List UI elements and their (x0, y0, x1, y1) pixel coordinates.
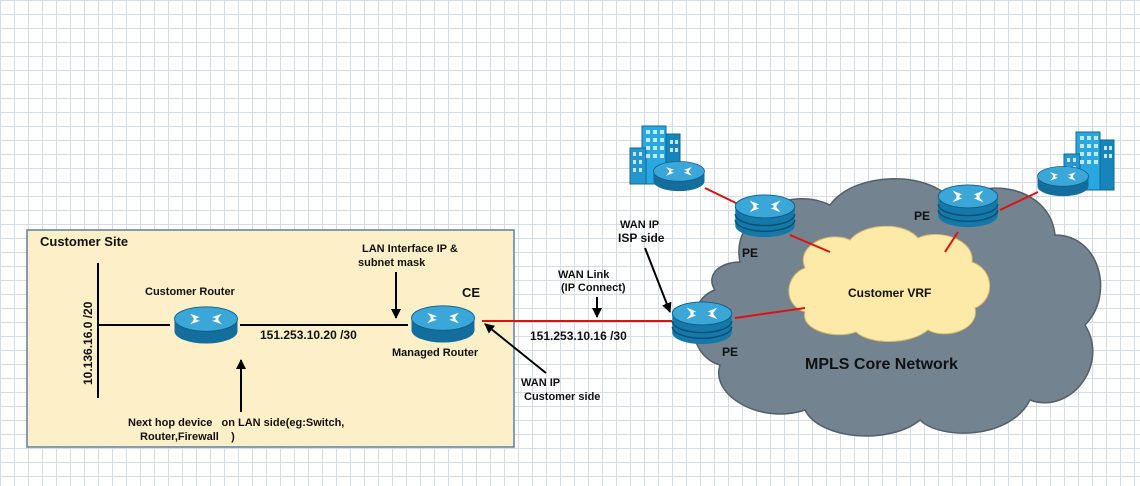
wan-customer-side-line2: Customer side (524, 391, 600, 403)
ce-label: CE (462, 285, 480, 300)
branch-link-right (999, 191, 1039, 211)
next-hop-label-line1: Next hop device on LAN side(eg:Switch, (128, 417, 344, 429)
managed-router-label: Managed Router (392, 347, 479, 359)
wan-isp-side-arrow (644, 247, 672, 313)
wan-link-label-line1: WAN Link (558, 269, 610, 281)
pe-top-label: PE (742, 246, 758, 260)
branch-link-left (704, 187, 741, 206)
branch-router-right-icon (1037, 166, 1089, 197)
pe-right-label: PE (914, 209, 930, 223)
lan-interface-label-line2: subnet mask (358, 257, 426, 269)
lan-interface-label-line1: LAN Interface IP & (362, 243, 458, 255)
customer-router-label: Customer Router (145, 286, 236, 298)
wan-customer-side-line1: WAN IP (521, 377, 560, 389)
core-link-right-pe-vrf (944, 231, 959, 253)
lan-subnet-label: 10.136.16.0 /20 (81, 301, 95, 385)
managed-router-icon (410, 305, 476, 344)
core-link-top-pe-vrf (789, 234, 831, 253)
branch-router-left-icon (653, 161, 705, 192)
pe-router-top-icon (734, 194, 796, 238)
customer-vrf-label: Customer VRF (848, 286, 931, 300)
wan-link-label-line2: (IP Connect) (561, 282, 626, 294)
next-hop-label-line2: Router,Firewall ) (140, 431, 235, 443)
customer-site-title: Customer Site (40, 234, 128, 249)
wan-customer-side-arrow (484, 323, 547, 374)
lan-link-ip-label: 151.253.10.20 /30 (260, 328, 357, 342)
pe-left-label: PE (722, 345, 738, 359)
wan-link-ip-label: 151.253.10.16 /30 (530, 329, 627, 343)
customer-vrf-cloud (788, 225, 991, 342)
customer-router-icon (174, 306, 238, 344)
core-link-left-pe-vrf (734, 307, 806, 319)
pe-router-right-icon (937, 184, 999, 228)
wan-isp-side-line2: ISP side (618, 231, 665, 245)
pe-router-left-icon (671, 301, 733, 345)
wan-isp-side-line1: WAN IP (620, 219, 659, 231)
mpls-core-title: MPLS Core Network (805, 356, 958, 373)
